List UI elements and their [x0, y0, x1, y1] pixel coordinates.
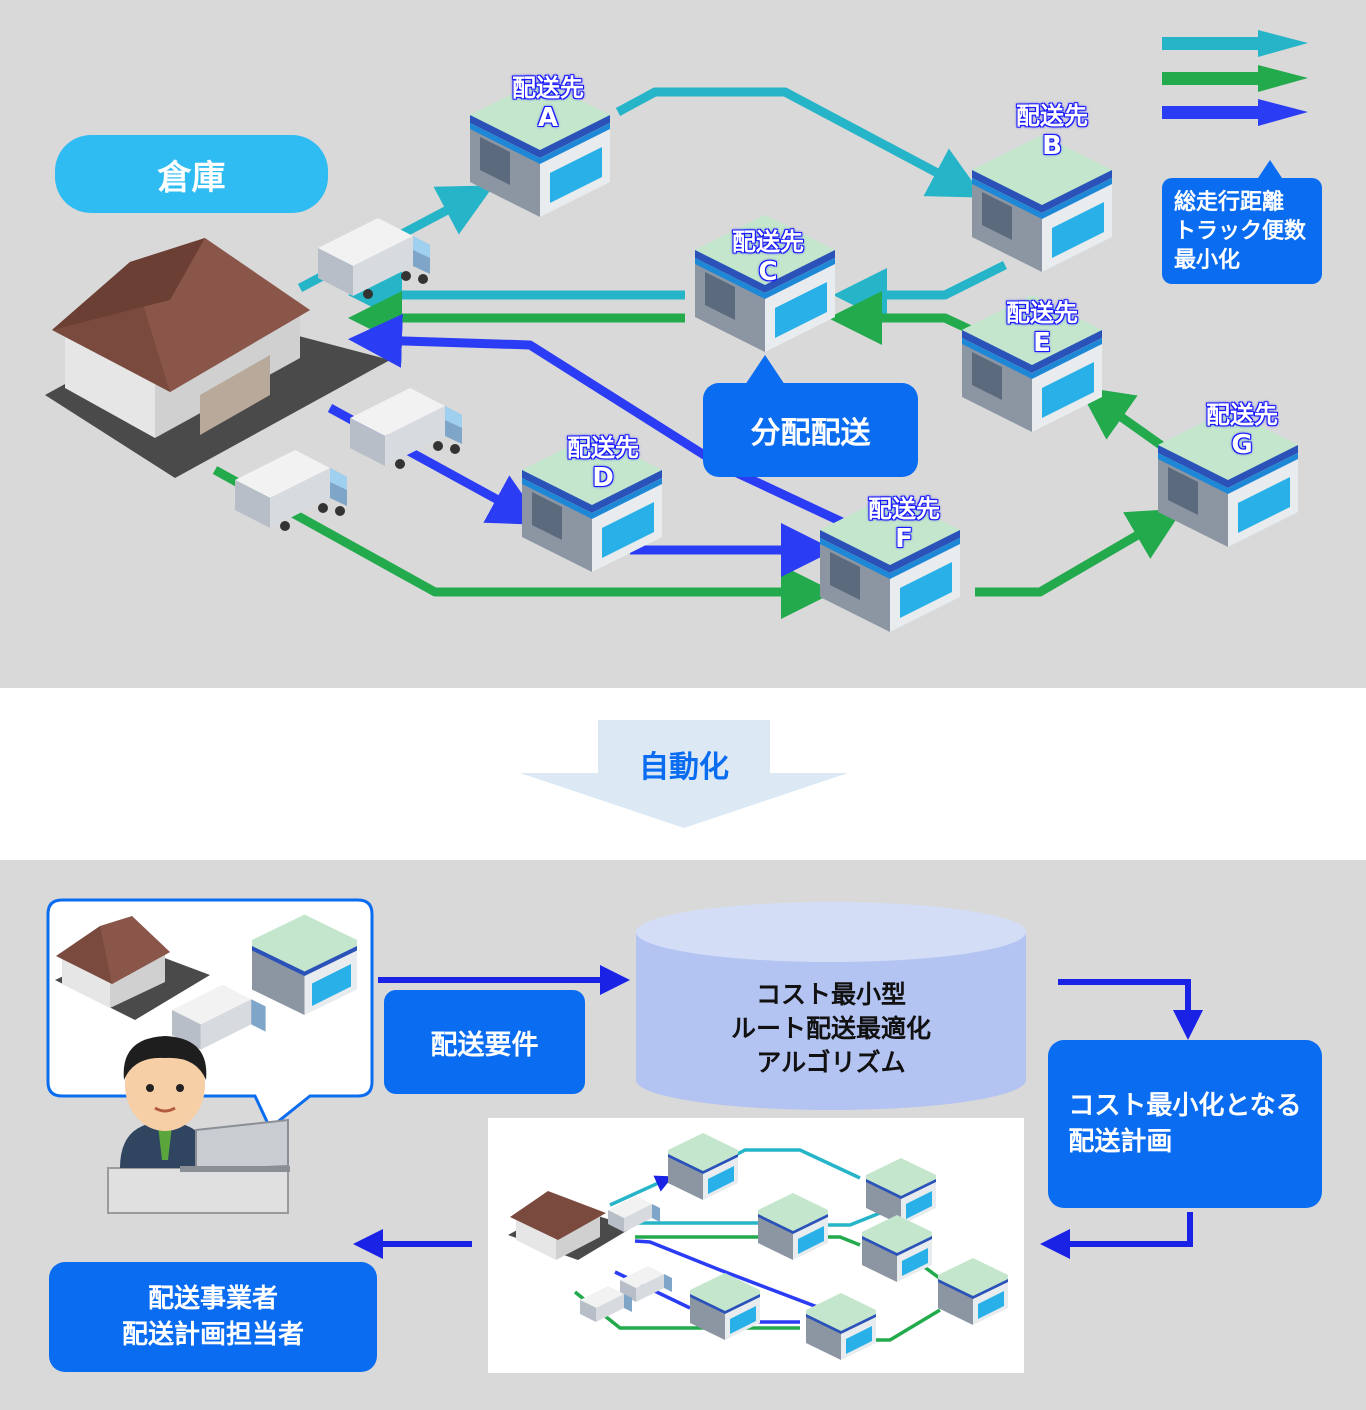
truck-icon	[235, 450, 347, 531]
operator-line2: 配送計画担当者	[121, 1320, 304, 1350]
flow-arrows	[353, 965, 1203, 1259]
truck-icon	[350, 388, 462, 469]
destination-label-line2: B	[1042, 131, 1062, 161]
legend-line2: トラック便数	[1174, 218, 1307, 244]
destination-label-g: 配送先 G	[1182, 400, 1302, 460]
destination-label-c: 配送先 C	[708, 227, 828, 287]
operator-text: 配送事業者 配送計画担当者	[122, 1281, 304, 1353]
destination-label-line2: E	[1033, 328, 1051, 358]
algorithm-label: コスト最小型 ルート配送最適化 アルゴリズム	[636, 978, 1026, 1080]
result-line2: 配送計画	[1068, 1127, 1173, 1157]
route-diagram-graphics	[45, 30, 1308, 632]
legend-arrows	[1162, 30, 1308, 126]
algorithm-database-icon	[636, 902, 1026, 1110]
delivery-plan-thumbnail	[488, 1118, 1024, 1373]
operator-box: 配送事業者 配送計画担当者	[49, 1262, 377, 1372]
result-plan-box: コスト最小化となる 配送計画	[1048, 1040, 1322, 1208]
destination-label-d: 配送先 D	[543, 433, 663, 493]
operator-line1: 配送事業者	[147, 1284, 278, 1314]
warehouse-illustration	[45, 238, 390, 478]
destination-label-line2: C	[758, 257, 778, 287]
algorithm-line1: コスト最小型	[755, 980, 906, 1009]
destination-label-line1: 配送先	[1206, 401, 1278, 429]
algorithm-line3: アルゴリズム	[756, 1048, 906, 1077]
destination-label-f: 配送先 F	[844, 494, 964, 554]
destination-label-a: 配送先 A	[488, 73, 608, 133]
algorithm-line2: ルート配送最適化	[730, 1014, 931, 1043]
requirements-box: 配送要件	[384, 990, 585, 1094]
legend-pointer	[1258, 160, 1282, 178]
destination-label-line1: 配送先	[1006, 299, 1078, 327]
warehouse-label: 倉庫	[55, 135, 328, 213]
destination-label-line1: 配送先	[868, 495, 940, 523]
route-cyan	[297, 87, 1008, 322]
result-line1: コスト最小化となる	[1068, 1091, 1302, 1121]
destination-label-line1: 配送先	[512, 74, 584, 102]
distributed-delivery-callout: 分配配送	[703, 383, 918, 477]
legend-line1: 総走行距離	[1174, 189, 1285, 215]
automation-flow-graphics	[46, 898, 1203, 1373]
legend-line3: 最小化	[1174, 247, 1241, 273]
legend-text: 総走行距離 トラック便数 最小化	[1174, 188, 1306, 275]
automation-flow-panel: 配送要件 コスト最小型 ルート配送最適化 アルゴリズム コスト最小化となる 配送…	[0, 860, 1366, 1410]
destination-label-line2: F	[895, 524, 913, 554]
destination-label-line2: G	[1231, 430, 1253, 460]
destination-label-line2: D	[592, 463, 614, 493]
automation-label: 自動化	[639, 750, 729, 785]
planner-person-illustration	[107, 1036, 290, 1214]
result-plan-text: コスト最小化となる 配送計画	[1068, 1088, 1301, 1160]
destination-label-line2: A	[537, 103, 559, 133]
destination-label-b: 配送先 B	[992, 101, 1112, 161]
route-diagram-panel: 倉庫 配送先 A 配送先 B 配送先 C 配送先 D 配送先 E 配送先 F 配…	[0, 0, 1366, 688]
destination-label-line1: 配送先	[567, 434, 639, 462]
callout-pointer	[745, 355, 785, 385]
bubble-warehouse-icon	[55, 916, 210, 1020]
destination-label-e: 配送先 E	[982, 298, 1102, 358]
legend-box: 総走行距離 トラック便数 最小化	[1162, 178, 1322, 284]
destination-label-line1: 配送先	[1016, 102, 1088, 130]
destination-label-line1: 配送先	[732, 228, 804, 256]
